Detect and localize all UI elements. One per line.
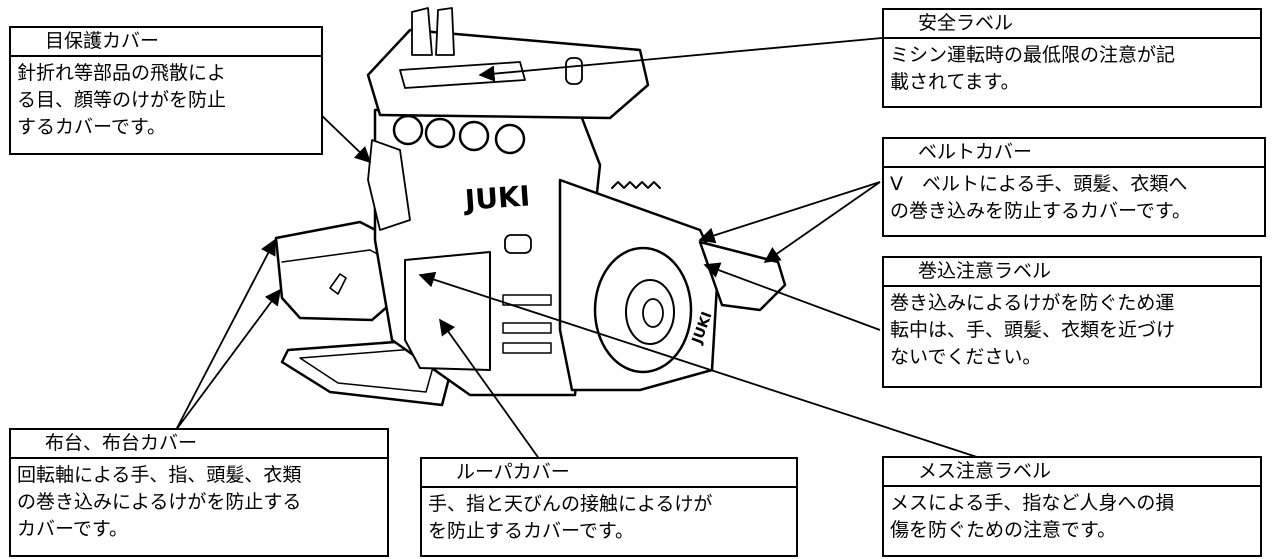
side-slot-2	[502, 322, 552, 334]
callout-body: ミシン運転時の最低限の注意が記 載されてます。	[890, 44, 1176, 93]
top-post	[565, 57, 583, 85]
callout-body: メスによる手、指など人身への損 傷を防ぐための注意です。	[890, 492, 1175, 541]
callout-belt-cover: ベルトカバー V ベルトによる手、頭髪、衣類へ の巻き込みを防止するカバーです。	[882, 137, 1266, 237]
callout-winding-label: 巻込注意ラベル 巻き込みによるけがを防ぐため運 転中は、手、頭髪、衣類を近づけ …	[882, 256, 1262, 388]
leader-winding-label	[703, 262, 881, 331]
callout-safety-label: 安全ラベル ミシン運転時の最低限の注意が記 載されてます。	[882, 8, 1262, 108]
callout-cloth-plate: 布台、布台カバー 回転軸による手、指、頭髪、衣類 の巻き込みによるけがを防止する…	[9, 428, 389, 557]
side-slot-3	[502, 342, 552, 354]
front-knob	[504, 234, 532, 254]
tension-spring	[611, 181, 661, 189]
cloth-plate-cover	[274, 220, 397, 322]
callout-body: 巻き込みによるけがを防ぐため運 転中は、手、頭髪、衣類を近づけ ないでください。	[890, 292, 1176, 368]
pulley-hub	[642, 298, 664, 328]
callout-knife-label: メス注意ラベル メスによる手、指など人身への損 傷を防ぐための注意です。	[882, 456, 1262, 557]
leader-cloth-plate-b	[175, 288, 281, 431]
side-slot-1	[502, 294, 552, 306]
eye-guard-plate	[367, 139, 411, 231]
callout-title: 安全ラベル	[884, 10, 1260, 39]
callout-title: ルーパカバー	[422, 459, 796, 488]
leader-cloth-plate-a	[175, 238, 276, 431]
leader-safety-label	[478, 37, 883, 82]
callout-body: V ベルトによる手、頭髪、衣類へ の巻き込みを防止するカバーです。	[890, 173, 1191, 222]
tension-dial-2	[424, 117, 456, 149]
cloth-plate-lever	[329, 273, 347, 295]
callout-body: 手、指と天びんの接触によるけが を防止するカバーです。	[428, 493, 713, 542]
callout-title: 巻込注意ラベル	[884, 258, 1260, 287]
leader-belt-cover-a	[698, 181, 881, 244]
leader-belt-cover-b	[763, 181, 881, 263]
leader-knife-label	[418, 271, 981, 459]
leader-eye-guard	[317, 111, 372, 164]
callout-title: 目保護カバー	[11, 28, 321, 57]
base-foot-plate-inner	[299, 348, 436, 393]
callout-title: メス注意ラベル	[884, 458, 1260, 487]
callout-body: 回転軸による手、指、頭髪、衣類 の巻き込みによるけがを防止する カバーです。	[17, 464, 302, 540]
tension-dial-3	[458, 120, 490, 152]
callout-body: 針折れ等部品の飛散によ る目、顔等のけがを防止 するカバーです。	[17, 62, 227, 138]
tension-dial-4	[494, 123, 526, 155]
thread-guide-post	[411, 7, 455, 56]
leader-looper-cover	[439, 318, 541, 461]
looper-cover-panel	[404, 251, 491, 371]
callout-looper-cover: ルーパカバー 手、指と天びんの接触によるけが を防止するカバーです。	[420, 457, 798, 557]
callout-eye-guard: 目保護カバー 針折れ等部品の飛散によ る目、顔等のけがを防止 するカバーです。	[9, 26, 323, 155]
callout-title: 布台、布台カバー	[11, 430, 387, 459]
tension-dial-1	[392, 114, 424, 146]
brand-front-text: JUKI	[462, 179, 531, 217]
callout-title: ベルトカバー	[884, 139, 1264, 168]
